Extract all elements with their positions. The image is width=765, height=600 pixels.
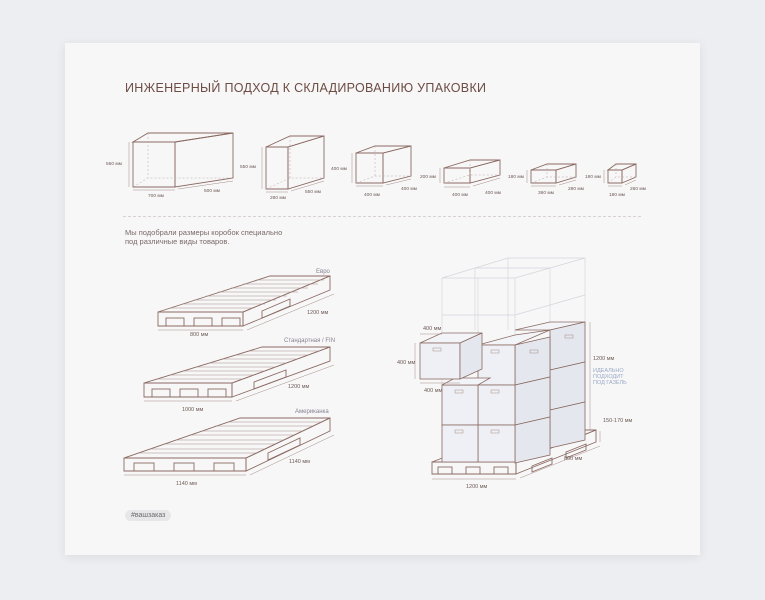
box-3-width: 400 мм xyxy=(364,192,380,198)
pallet-euro-width: 800 мм xyxy=(190,332,208,338)
box-6-depth: 260 мм xyxy=(630,186,646,192)
pallet-american-length: 1140 мм xyxy=(289,459,310,465)
stack-box-depth: 400 мм xyxy=(424,388,442,394)
pallet-standard-width: 1000 мм xyxy=(182,407,204,413)
stack-boxes xyxy=(419,321,586,464)
box-6-width: 180 мм xyxy=(609,192,625,198)
stack-height: 1200 мм xyxy=(593,356,615,362)
box-4-height: 200 мм xyxy=(420,174,436,180)
stack-note-2: ПОДХОДИТ xyxy=(593,374,624,380)
section-divider xyxy=(123,216,641,217)
box-5-shallow: 180 мм 360 мм 280 мм xyxy=(508,163,584,196)
box-5-depth: 280 мм xyxy=(568,186,584,192)
box-4-width: 400 мм xyxy=(452,192,468,198)
box-1-height: 550 мм xyxy=(106,161,122,167)
box-3-cube: 400 мм 400 мм 400 мм xyxy=(331,145,417,198)
stack-pallet-width: 1200 мм xyxy=(466,484,488,490)
box-2-tall: 550 мм 280 мм 550 мм xyxy=(240,135,325,201)
box-5-height: 180 мм xyxy=(508,174,524,180)
box-2-width: 280 мм xyxy=(270,195,286,201)
pallet-american-name: Американка xyxy=(295,409,329,415)
page-title: ИНЖЕНЕРНЫЙ ПОДХОД К СКЛАДИРОВАНИЮ УПАКОВ… xyxy=(125,81,487,95)
box-6-height: 180 мм xyxy=(585,174,601,180)
box-4-flat: 200 мм 400 мм 400 мм xyxy=(420,159,501,198)
pallet-american-width: 1140 мм xyxy=(176,481,197,487)
stack-box-height: 400 мм xyxy=(397,360,415,366)
box-5-width: 360 мм xyxy=(538,190,554,196)
box-1-depth: 500 мм xyxy=(204,188,220,194)
stack-box-width: 400 мм xyxy=(423,326,441,332)
box-1-width: 700 мм xyxy=(148,193,164,199)
stack-pallet-depth: 800 мм xyxy=(564,456,582,462)
intro-line-1: Мы подобрали размеры коробок специально xyxy=(125,228,283,237)
pallet-euro: Евро 800 мм 1200 мм xyxy=(157,269,335,338)
box-4-depth: 400 мм xyxy=(485,190,501,196)
pallet-standard-length: 1200 мм xyxy=(288,384,310,390)
box-2-depth: 550 мм xyxy=(305,189,321,195)
stack-note-3: ПОД ГАЗЕЛЬ xyxy=(593,380,627,386)
hashtag-badge[interactable]: #вашзаказ xyxy=(125,510,172,521)
box-6-small: 180 мм 180 мм 260 мм xyxy=(585,163,646,198)
pallet-american: Американка 1140 мм 1140 мм xyxy=(123,409,335,487)
stack-note-1: ИДЕАЛЬНО xyxy=(593,368,624,374)
pallet-standard: Стандартная / FIN 1000 мм 1200 мм xyxy=(143,338,335,413)
box-3-height: 400 мм xyxy=(331,166,347,172)
intro-text: Мы подобрали размеры коробок специально … xyxy=(125,228,325,246)
intro-line-2: под различные виды товаров. xyxy=(125,237,230,246)
box-3-depth: 400 мм xyxy=(401,186,417,192)
box-1-large: 550 мм 700 мм 500 мм xyxy=(106,132,234,199)
pallet-euro-length: 1200 мм xyxy=(307,310,329,316)
box-2-height: 550 мм xyxy=(240,164,256,170)
stack-dimensions: 400 мм 400 мм 400 мм 1200 мм ИДЕАЛЬНО ПО… xyxy=(397,322,632,490)
stack-pallet-height: 150-170 мм xyxy=(603,418,632,424)
pallet-euro-name: Евро xyxy=(316,269,331,275)
pallet-standard-name: Стандартная / FIN xyxy=(284,338,335,344)
info-card: ИНЖЕНЕРНЫЙ ПОДХОД К СКЛАДИРОВАНИЮ УПАКОВ… xyxy=(65,43,700,555)
